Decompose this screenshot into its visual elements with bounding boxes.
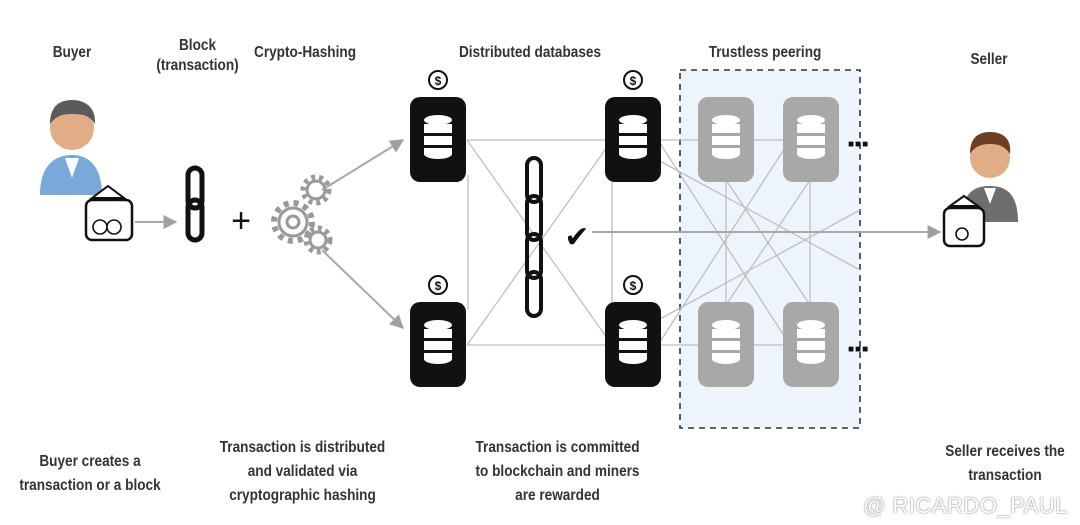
distributed-caption: Transaction is distributed and validated…	[219, 439, 386, 504]
block-header: Block (transaction)	[156, 37, 239, 74]
buyer-header: Buyer	[52, 44, 92, 61]
gears-icon	[271, 174, 333, 255]
buyer-wallet-icon	[84, 184, 134, 242]
flow-arrows	[135, 139, 942, 329]
seller-wallet-icon	[942, 194, 986, 248]
more-peers-top: ■■■	[848, 139, 869, 150]
more-peers-bottom: ■■■	[848, 344, 869, 355]
peer-database-icon	[783, 97, 839, 182]
crypto-hashing-header: Crypto-Hashing	[254, 44, 356, 61]
check-icon: ✔	[564, 220, 589, 255]
database-node-icon	[410, 97, 466, 182]
seller-caption: Seller receives the transaction	[945, 443, 1065, 484]
peer-database-icon	[698, 302, 754, 387]
blockchain-chain-icon	[525, 156, 543, 318]
database-node-icon	[410, 302, 466, 387]
buyer-person-icon	[40, 100, 102, 195]
seller-header: Seller	[970, 51, 1008, 68]
committed-caption: Transaction is committed to blockchain a…	[475, 439, 640, 504]
distributed-databases-header: Distributed databases	[458, 44, 602, 61]
coin-icon: $	[623, 275, 643, 295]
peer-database-icon	[783, 302, 839, 387]
plus-sign: +	[231, 202, 251, 240]
peer-database-icon	[698, 97, 754, 182]
coin-symbol: $	[630, 279, 637, 293]
coin-icon: $	[623, 70, 643, 90]
coin-icon: $	[428, 70, 448, 90]
database-node-icon	[605, 97, 661, 182]
database-node-icon	[605, 302, 661, 387]
buyer-caption: Buyer creates a transaction or a block	[19, 453, 161, 494]
trustless-peering-header: Trustless peering	[708, 44, 822, 61]
coin-symbol: $	[435, 74, 442, 88]
coin-symbol: $	[435, 279, 442, 293]
coin-icon: $	[428, 275, 448, 295]
block-chain-icon	[185, 165, 205, 243]
watermark: @ RICARDO_PAUL	[863, 493, 1068, 518]
coin-symbol: $	[630, 74, 637, 88]
